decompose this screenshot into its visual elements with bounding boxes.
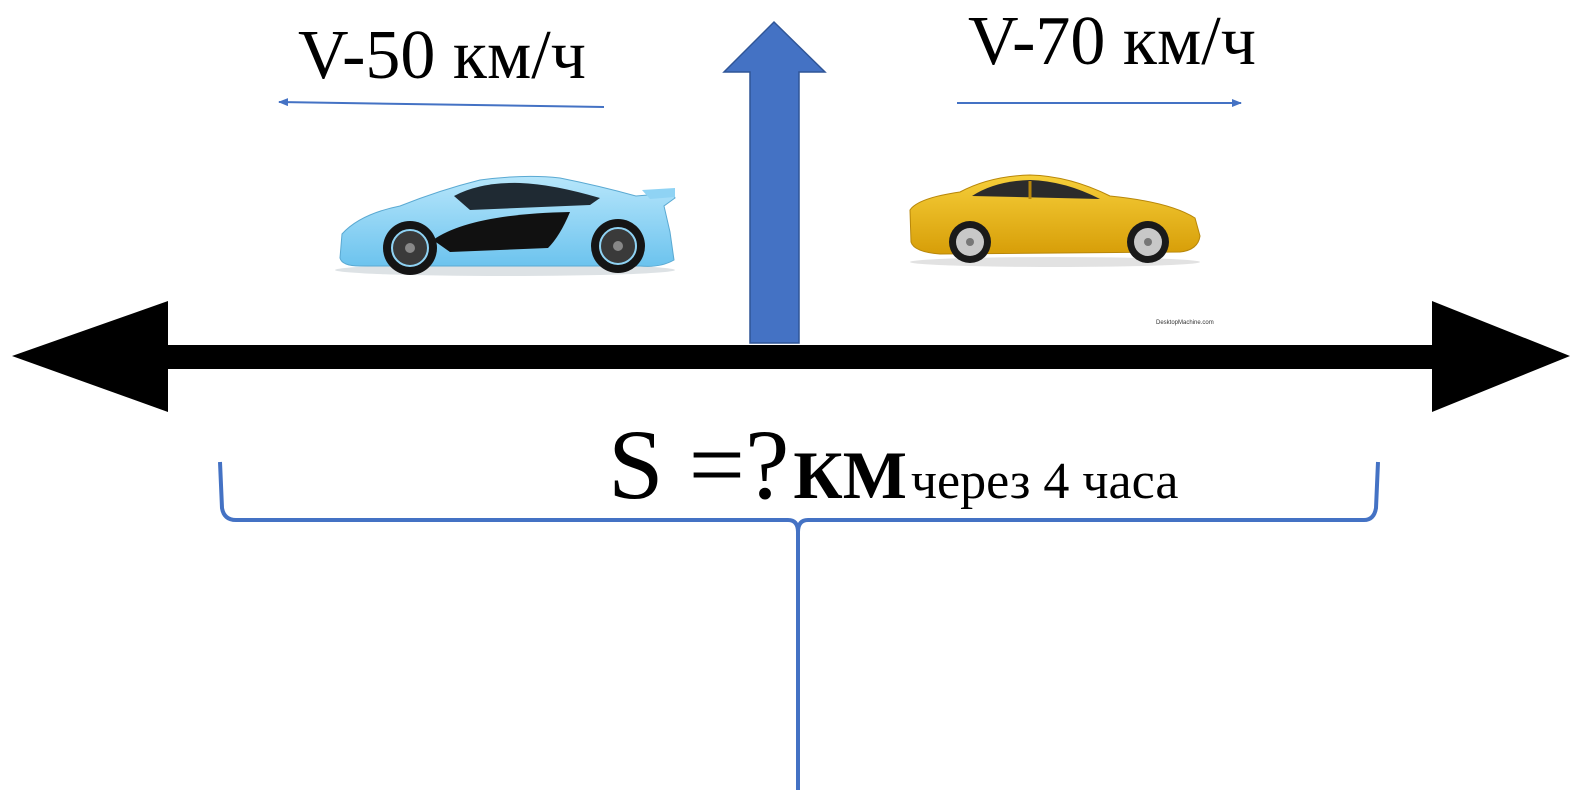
- right-car-speed-label: V-70 км/ч: [968, 3, 1256, 80]
- distance-symbol: S =?: [608, 409, 790, 520]
- left-car-speed-label: V-50 км/ч: [298, 17, 586, 94]
- distance-question: S =? КМ через 4 часа: [608, 410, 1178, 549]
- image-watermark: DesktopMachine.com: [1156, 320, 1214, 326]
- distance-unit: КМ: [793, 437, 907, 513]
- left-direction-arrow: [278, 98, 605, 108]
- distance-brace: [218, 461, 1380, 790]
- blue-sports-car-icon: [335, 175, 676, 276]
- road-double-arrow: [12, 301, 1570, 412]
- start-point-arrow: [722, 20, 827, 344]
- yellow-coupe-icon: [909, 174, 1201, 267]
- time-condition: через 4 часа: [910, 453, 1179, 510]
